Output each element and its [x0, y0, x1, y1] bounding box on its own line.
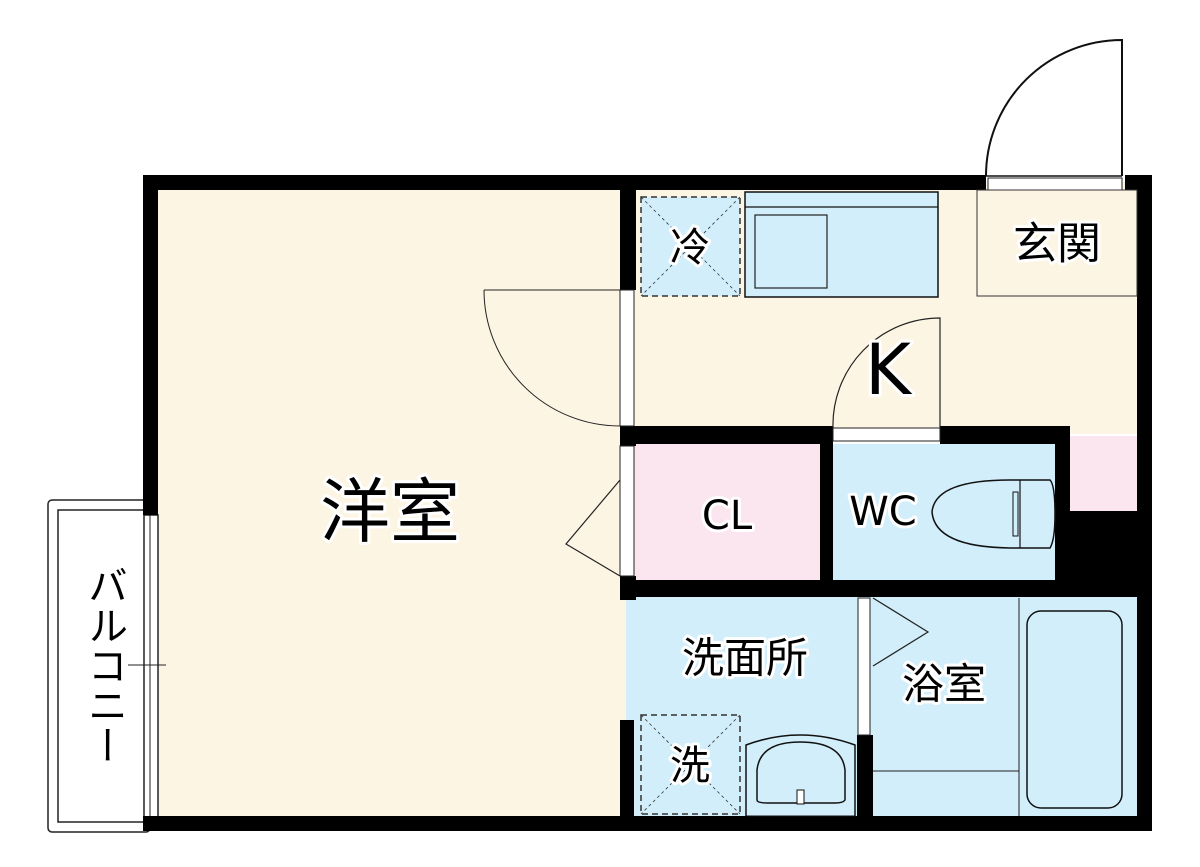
washing-machine-label: 洗 — [670, 743, 710, 789]
storage-pink-area — [1070, 436, 1143, 511]
walls — [143, 175, 1152, 831]
washing-machine — [640, 714, 741, 815]
kitchen-counter — [744, 191, 939, 298]
wash-basin-icon — [745, 734, 856, 817]
sink-icon — [754, 214, 828, 289]
western-room-door-swing — [483, 289, 621, 427]
door-openings — [619, 177, 1123, 736]
bathtub-icon — [1026, 610, 1123, 809]
bathroom-door — [872, 597, 930, 667]
closet-label: CL — [702, 493, 753, 539]
closet-area — [634, 444, 820, 582]
entrance-label: 玄関 — [1013, 219, 1101, 270]
refrigerator-label: 冷 — [670, 225, 710, 271]
washroom-label: 洗面所 — [682, 634, 808, 683]
entrance-door-swing — [985, 38, 1123, 177]
bathroom-label: 浴室 — [902, 660, 986, 709]
balcony-label: バルコニー — [81, 565, 127, 765]
closet-door — [565, 479, 621, 577]
wc-door-swing — [832, 317, 941, 429]
entrance-area — [976, 189, 1138, 297]
toilet-label: WC — [849, 489, 916, 535]
western-room-label: 洋室 — [320, 471, 460, 553]
balcony — [47, 499, 166, 833]
toilet-icon — [931, 479, 1056, 549]
kitchen-label: K — [865, 329, 913, 411]
refrigerator — [640, 196, 741, 297]
